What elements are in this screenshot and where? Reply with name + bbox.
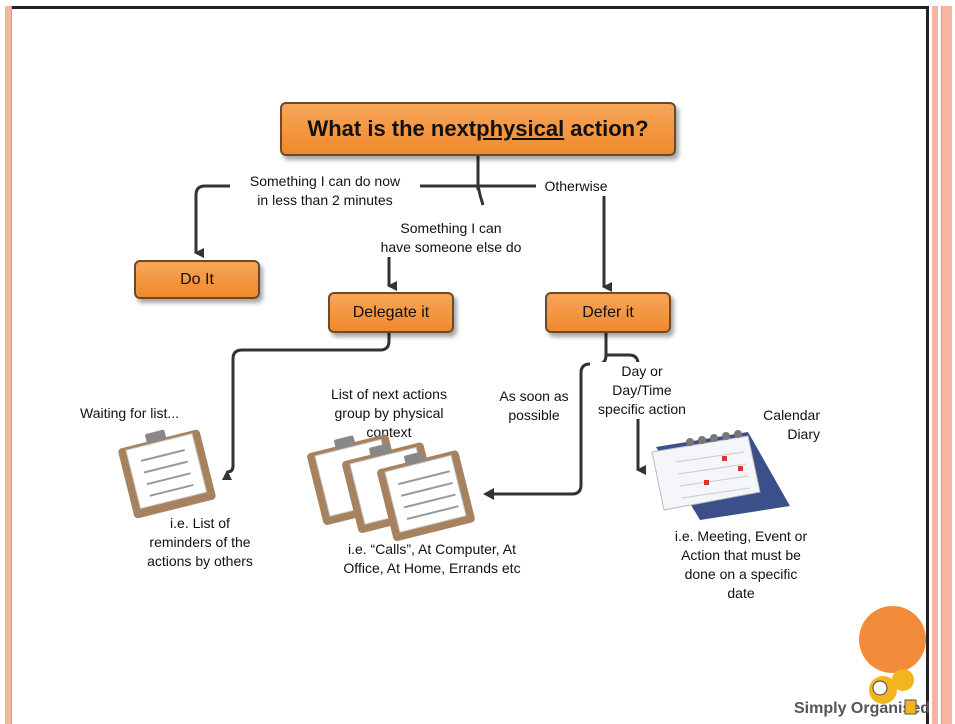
desc-waiting-list: i.e. List of reminders of the actions by… — [147, 515, 253, 569]
label-asap: As soon as possible — [496, 387, 572, 425]
delegate-to-waiting — [222, 333, 391, 481]
question-text-emph: physical — [476, 116, 565, 141]
branch-middle — [476, 185, 485, 206]
title-waiting-list: Waiting for list... — [80, 405, 180, 421]
calendar-icon — [651, 430, 790, 520]
title-calendar: Calendar Diary — [763, 407, 820, 442]
label-two-minutes: Something I can do now in less than 2 mi… — [230, 172, 420, 210]
frame-left-stripe — [5, 6, 12, 724]
desc-calendar: i.e. Meeting, Event or Action that must … — [674, 528, 808, 601]
frame-right-stripes — [926, 6, 955, 724]
frame-top-border — [5, 6, 955, 9]
do-it-box: Do It — [134, 260, 260, 299]
label-specific-action: Day or Day/Time specific action — [590, 362, 694, 419]
question-box: What is the next physical action? — [280, 102, 676, 156]
desc-next-actions: i.e. “Calls”, At Computer, At Office, At… — [343, 541, 521, 576]
branch-to-do-it — [194, 184, 478, 258]
title-next-actions: List of next actions group by physical c… — [331, 386, 447, 440]
clipboard-icon — [118, 429, 216, 519]
delegate-it-box: Delegate it — [328, 292, 454, 333]
question-text-pre: What is the next — [307, 116, 477, 141]
decorative-orange-circle — [859, 606, 926, 673]
defer-it-box: Defer it — [545, 292, 671, 333]
defer-to-next-actions — [492, 333, 608, 496]
question-text-post: action? — [564, 116, 649, 141]
label-otherwise: Otherwise — [536, 177, 616, 196]
label-someone-else: Something I can have someone else do — [366, 219, 536, 257]
clipboard-stack-icon — [307, 434, 475, 541]
brand-text: Simply Organised — [794, 700, 931, 717]
